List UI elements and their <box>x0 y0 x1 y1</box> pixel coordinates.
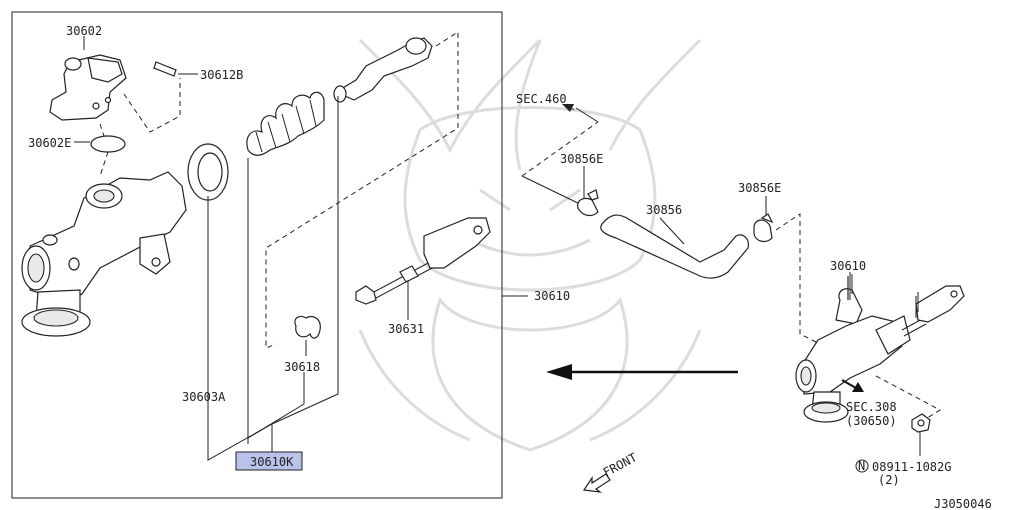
seal-30603A <box>187 143 229 201</box>
label-bolt-qty: (2) <box>878 473 900 487</box>
label-sec-308: SEC.308 <box>846 400 897 414</box>
label-30856: 30856 <box>646 203 682 217</box>
pin-30612B <box>153 61 198 77</box>
spring <box>246 91 325 156</box>
hose-clamp-left <box>577 189 599 217</box>
label-30856E-right: 30856E <box>738 181 781 195</box>
label-bolt-number: 08911-1082G <box>872 460 951 474</box>
dashed-leader-assembly <box>775 213 821 345</box>
label-30856E-left: 30856E <box>560 152 603 166</box>
label-30610K: 30610K <box>250 455 294 469</box>
o-ring-30602E <box>74 123 126 177</box>
master-cylinder-assembly-30610 <box>795 274 965 423</box>
dashed-leader-hose <box>521 121 599 177</box>
kit-bracket <box>207 96 339 461</box>
label-30602E: 30602E <box>28 136 71 150</box>
watermark-logo <box>358 38 702 452</box>
label-30618: 30618 <box>284 360 320 374</box>
sec-460-arrow <box>562 104 574 112</box>
pushrod-30631 <box>355 217 491 320</box>
dashed-leader-piston <box>265 31 459 349</box>
bolt-symbol: N <box>858 459 865 473</box>
highlight-box-30610K <box>235 451 303 471</box>
label-sec-308-ref: (30650) <box>846 414 897 428</box>
master-cylinder-body <box>21 171 187 337</box>
clip-30618 <box>294 315 321 356</box>
label-30602: 30602 <box>66 24 102 38</box>
nut-08911-1082G <box>911 413 931 456</box>
label-30610-assembly: 30610 <box>830 259 866 273</box>
direction-arrow <box>546 364 738 380</box>
kit-frame <box>11 11 503 499</box>
reservoir-connector-30602 <box>49 36 127 121</box>
bolt-symbol-circle <box>855 459 869 473</box>
sec-308-arrow <box>841 379 864 392</box>
label-30612B: 30612B <box>200 68 243 82</box>
hose-30856 <box>600 214 749 279</box>
label-sec-460: SEC.460 <box>516 92 567 106</box>
hose-clamp-right <box>753 196 774 243</box>
label-30610-kit: 30610 <box>534 289 570 303</box>
dashed-leader-cap <box>123 78 181 133</box>
label-front: FRONT <box>601 450 639 479</box>
front-arrow <box>582 473 611 493</box>
piston <box>333 37 433 103</box>
label-30631: 30631 <box>388 322 424 336</box>
diagram-code: J3050046 <box>934 497 992 510</box>
label-30603A: 30603A <box>182 390 226 404</box>
